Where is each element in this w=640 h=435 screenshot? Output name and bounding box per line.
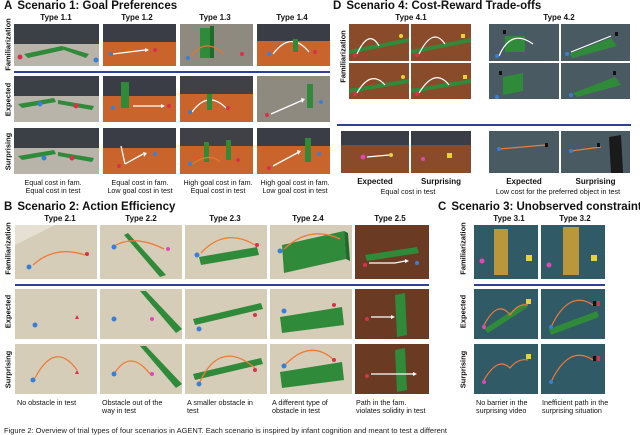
type-3-2-label: Type 3.2 — [559, 214, 591, 223]
scene-c-3-1-fam — [474, 225, 538, 279]
type-3-1-label: Type 3.1 — [493, 214, 525, 223]
panel-b-letter: B — [4, 201, 13, 213]
scene-c-3-2-fam — [541, 225, 605, 279]
caption-type-1-1: Equal cost in fam.Equal cost in test — [24, 178, 82, 196]
scene-a-1-3-surprising — [180, 128, 253, 174]
panel-a-separator — [14, 71, 330, 73]
caption-type-2-5: Path in the fam.violates solidity in tes… — [356, 398, 426, 416]
col-label-4-2-expected: Expected — [506, 177, 542, 186]
figure-caption: Figure 2: Overview of trial types of fou… — [4, 426, 448, 435]
scene-b-2-1-fam — [15, 225, 97, 279]
panel-b-row-familiarization: Familiarization — [3, 222, 13, 275]
scene-d-4-2-fam-d — [561, 63, 630, 99]
scene-d-4-2-surprising — [561, 131, 630, 173]
col-label-4-1-expected: Expected — [357, 177, 393, 186]
type-2-2-label: Type 2.2 — [125, 214, 157, 223]
type-2-3-label: Type 2.3 — [209, 214, 241, 223]
scene-a-1-3-expected — [180, 76, 253, 122]
scene-d-4-1-fam-d — [411, 63, 471, 99]
type-2-4-label: Type 2.4 — [292, 214, 324, 223]
type-2-1-label: Type 2.1 — [44, 214, 76, 223]
col-label-4-2-surprising: Surprising — [575, 177, 616, 186]
panel-d-separator — [337, 124, 631, 126]
scene-d-4-2-fam-a — [489, 24, 559, 61]
scene-b-2-5-surprising — [355, 344, 429, 394]
scene-a-1-4-expected — [257, 76, 330, 122]
scene-b-2-2-expected — [100, 289, 182, 339]
panel-a-heading: Scenario 1: Goal Preferences — [17, 0, 178, 12]
scene-a-1-1-surprising — [14, 128, 99, 174]
scene-b-2-3-expected — [185, 289, 267, 339]
scene-b-2-5-fam — [355, 225, 429, 279]
scene-d-4-1-fam-c — [349, 63, 409, 99]
scene-d-4-2-fam-c — [489, 63, 559, 99]
scene-b-2-3-surprising — [185, 344, 267, 394]
caption-type-1-3: High goal cost in fam.Equal cost in test — [183, 178, 253, 196]
panel-c-letter: C — [438, 201, 447, 213]
panel-c-separator — [474, 284, 605, 286]
caption-type-1-2: Equal cost in fam.Low goal cost in test — [107, 178, 173, 196]
panel-a-row-surprising: Surprising — [3, 132, 13, 171]
scene-b-2-5-expected — [355, 289, 429, 339]
caption-type-4-1: Equal cost in test — [380, 187, 436, 196]
scene-c-3-1-expected — [474, 289, 538, 339]
panel-c-row-familiarization: Familiarization — [458, 222, 468, 275]
panel-d-letter: D — [333, 0, 342, 12]
type-1-2-label: Type 1.2 — [121, 13, 153, 22]
panel-c-title: C Scenario 3: Unobserved constraints — [438, 201, 640, 213]
type-4-1-label: Type 4.1 — [395, 13, 427, 22]
panel-b-row-surprising: Surprising — [3, 350, 13, 389]
scene-a-1-4-fam — [257, 24, 330, 66]
scene-b-2-2-surprising — [100, 344, 182, 394]
panel-d-title: D Scenario 4: Cost-Reward Trade-offs — [333, 0, 541, 12]
scene-a-1-1-expected — [14, 76, 99, 122]
scene-d-4-1-fam-a — [349, 24, 409, 61]
scene-d-4-1-expected — [341, 131, 409, 173]
scene-d-4-2-expected — [489, 131, 559, 173]
type-4-2-label: Type 4.2 — [543, 13, 575, 22]
panel-b-title: B Scenario 2: Action Efficiency — [4, 201, 175, 213]
panel-a-letter: A — [4, 0, 13, 12]
scene-a-1-1-fam — [14, 24, 99, 66]
scene-d-4-1-fam-b — [411, 24, 471, 61]
scene-a-1-3-fam — [180, 24, 253, 66]
scene-a-1-2-fam — [103, 24, 176, 66]
scene-b-2-3-fam — [185, 225, 267, 279]
scene-c-3-2-expected — [541, 289, 605, 339]
panel-d-heading: Scenario 4: Cost-Reward Trade-offs — [346, 0, 542, 12]
scene-b-2-4-fam — [270, 225, 352, 279]
scene-b-2-4-expected — [270, 289, 352, 339]
scene-a-1-2-expected — [103, 76, 176, 122]
col-label-4-1-surprising: Surprising — [420, 177, 461, 186]
scene-b-2-4-surprising — [270, 344, 352, 394]
scene-c-3-1-surprising — [474, 344, 538, 394]
scene-d-4-1-surprising — [411, 131, 471, 173]
type-1-3-label: Type 1.3 — [199, 13, 231, 22]
panel-c-row-surprising: Surprising — [458, 350, 468, 389]
caption-type-1-4: High goal cost in fam.Low goal cost in t… — [260, 178, 330, 196]
scene-b-2-1-expected — [15, 289, 97, 339]
panel-b-heading: Scenario 2: Action Efficiency — [17, 201, 176, 213]
type-1-4-label: Type 1.4 — [276, 13, 308, 22]
panel-d-row-familiarization: Familiarization — [338, 30, 348, 83]
scene-b-2-1-surprising — [15, 344, 97, 394]
scene-a-1-4-surprising — [257, 128, 330, 174]
caption-type-4-2: Low cost for the preferred object in tes… — [495, 187, 621, 196]
panel-c-heading: Scenario 3: Unobserved constraints — [451, 201, 640, 213]
panel-a-title: A Scenario 1: Goal Preferences — [4, 0, 177, 12]
scene-a-1-2-surprising — [103, 128, 176, 174]
type-1-1-label: Type 1.1 — [40, 13, 72, 22]
caption-type-2-1: No obstacle in test — [17, 398, 77, 407]
scene-b-2-2-fam — [100, 225, 182, 279]
scene-c-3-2-surprising — [541, 344, 605, 394]
scene-d-4-2-fam-b — [561, 24, 630, 61]
type-2-5-label: Type 2.5 — [374, 214, 406, 223]
panel-b-separator — [15, 284, 429, 286]
